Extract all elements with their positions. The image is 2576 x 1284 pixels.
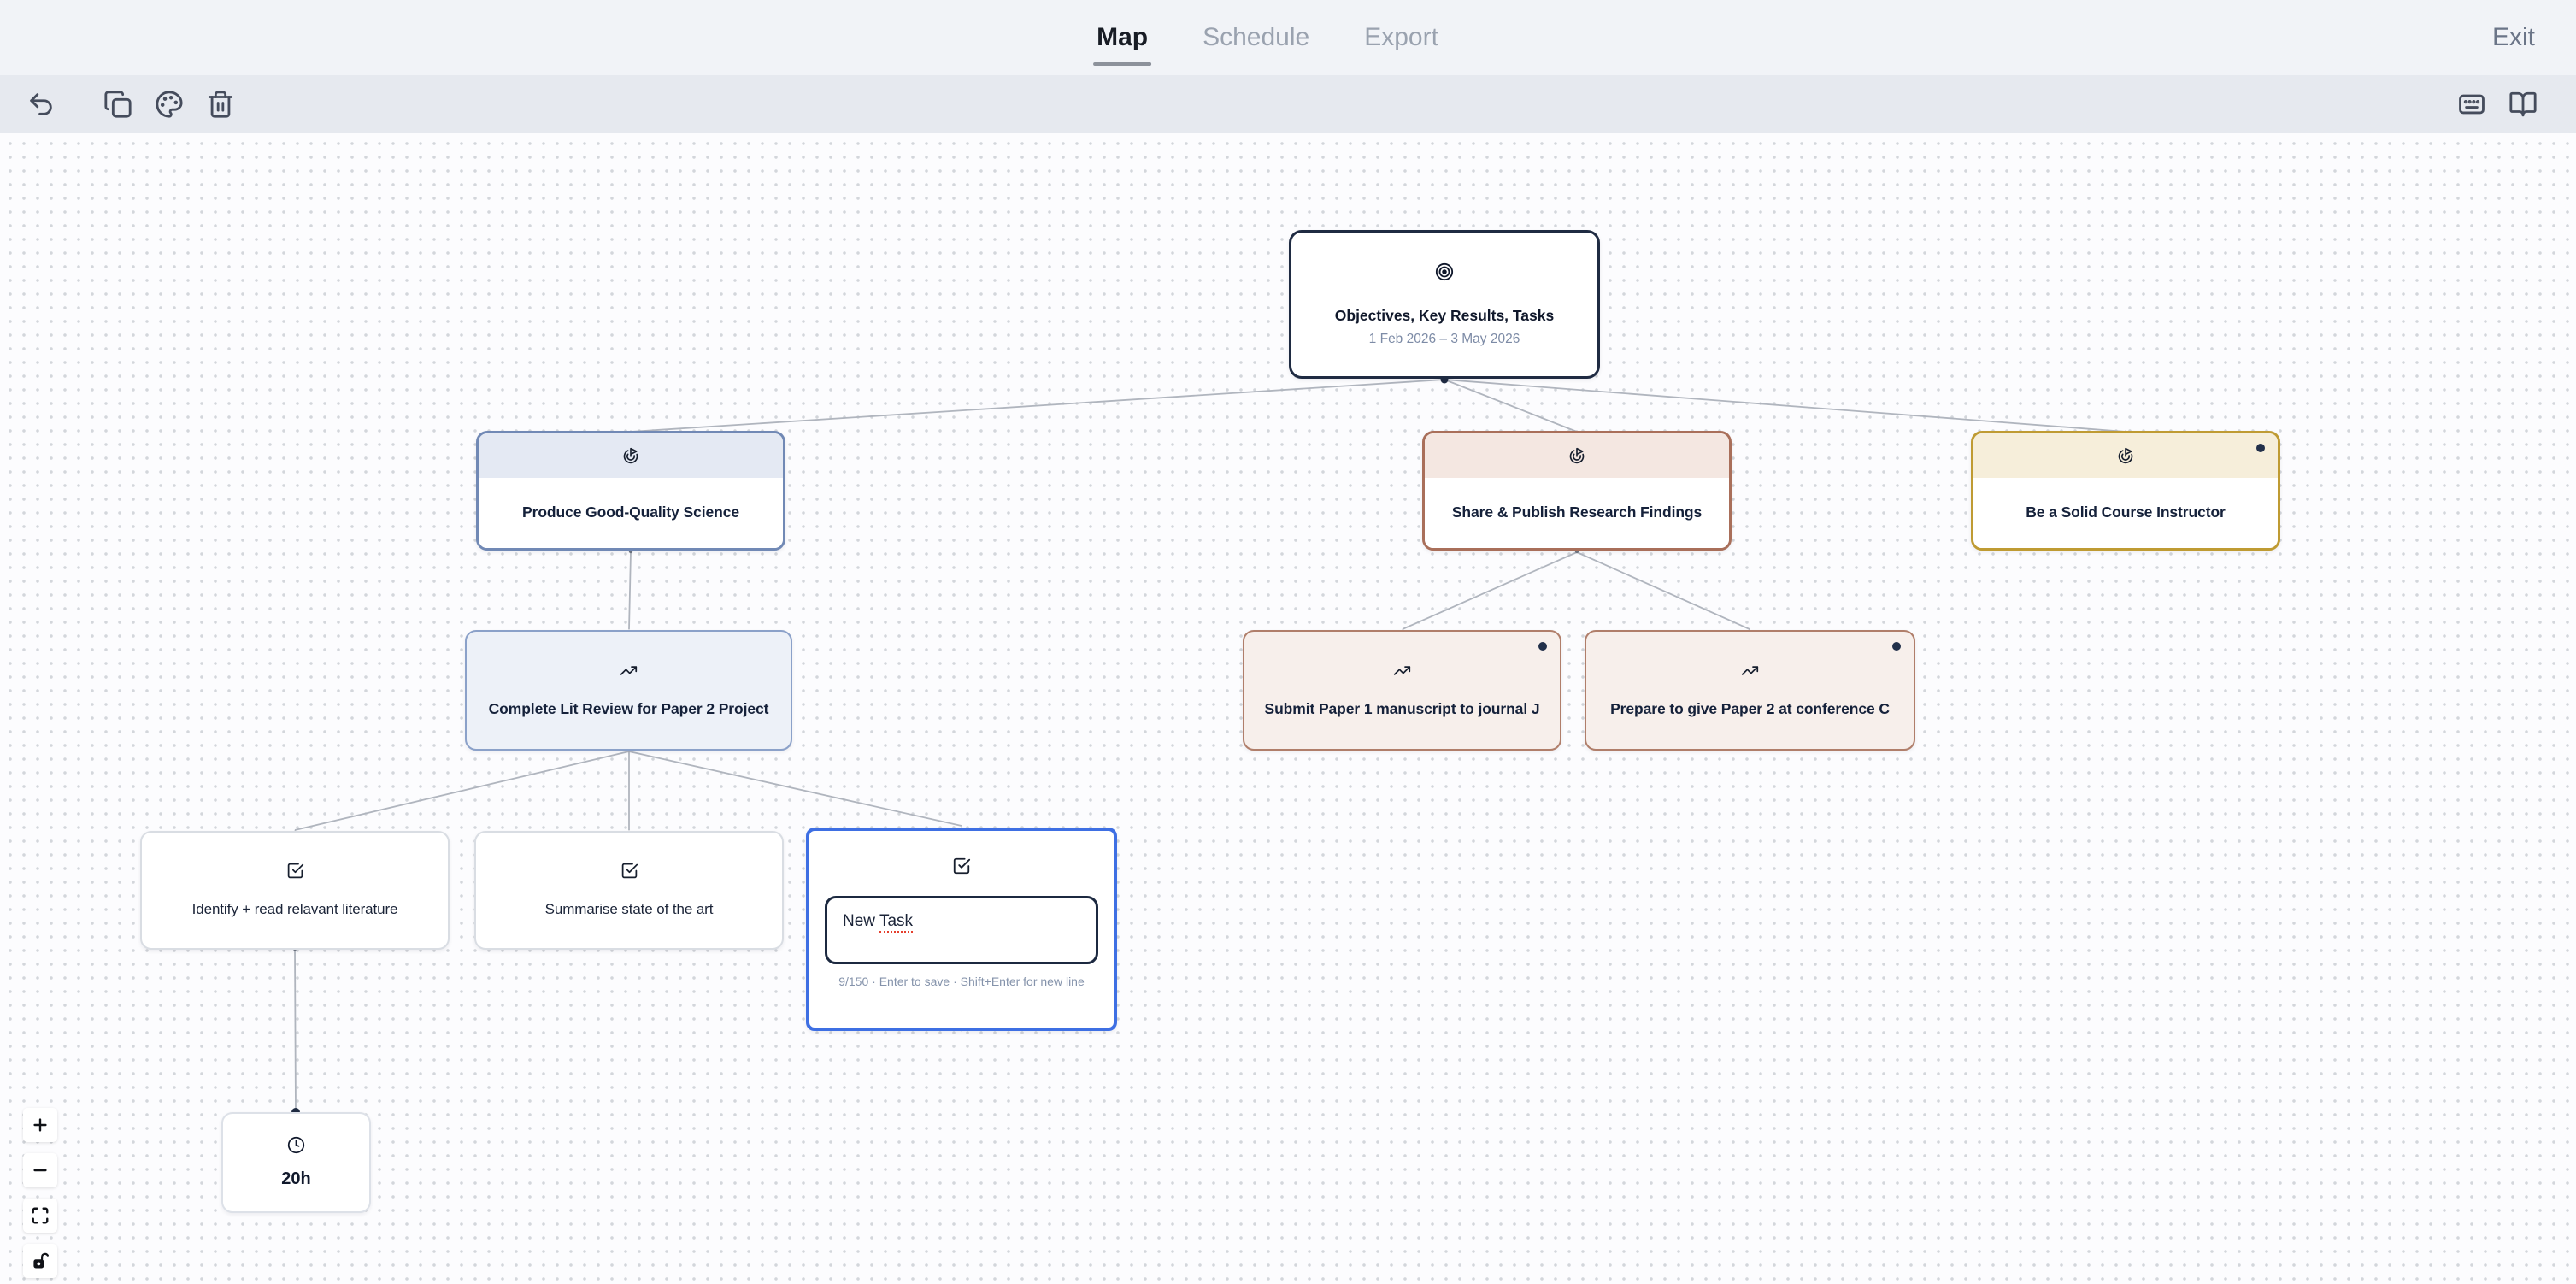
color-button[interactable] [155,90,184,119]
zoom-out-button[interactable] [23,1153,57,1187]
checkbox-icon [952,857,971,875]
objective-title: Be a Solid Course Instructor [2026,504,2226,521]
clock-icon [287,1136,305,1154]
book-open-icon [2508,90,2538,119]
maximize-icon [31,1206,50,1225]
palette-icon [155,90,184,119]
copy-icon [103,90,132,119]
tab-schedule[interactable]: Schedule [1203,23,1310,51]
objective-header [479,433,783,478]
task-editor-node[interactable]: New Task 9/150 · Enter to save · Shift+E… [806,828,1117,1031]
collapsed-children-indicator [1538,642,1547,651]
input-text: New [843,912,879,930]
lock-toggle-button[interactable] [23,1244,57,1278]
objective-body: Be a Solid Course Instructor [1973,478,2278,548]
estimate-node[interactable]: 20h [221,1112,371,1213]
objective-title: Produce Good-Quality Science [522,504,739,521]
keyboard-icon [2457,90,2486,119]
objective-header [1973,433,2278,478]
minus-icon [31,1161,50,1180]
kr-node-conference-talk[interactable]: Prepare to give Paper 2 at conference C [1585,630,1915,751]
unlock-icon [31,1252,50,1270]
collapsed-children-indicator [1892,642,1901,651]
task-node-summarise-sota[interactable]: Summarise state of the art [474,831,784,950]
toolbar-right-group [2457,90,2538,119]
editor-helper-text: 9/150 · Enter to save · Shift+Enter for … [838,975,1085,988]
canvas-controls [23,1108,57,1278]
tab-map[interactable]: Map [1093,23,1152,66]
kr-title: Prepare to give Paper 2 at conference C [1610,700,1890,718]
task-title: Identify + read relavant literature [191,901,398,918]
toolbar-left-group [26,90,235,119]
checkbox-icon [286,862,304,880]
spellcheck-flagged-word: Task [879,912,914,933]
goal-icon [2117,447,2134,464]
kr-title: Submit Paper 1 manuscript to journal J [1264,700,1540,718]
objective-title: Share & Publish Research Findings [1451,504,1703,521]
task-title-input[interactable]: New Task [825,896,1098,964]
collapsed-children-indicator [2256,444,2265,452]
goal-icon [622,447,639,464]
task-title: Summarise state of the art [544,901,714,918]
undo-button[interactable] [26,90,56,119]
checkbox-icon [620,862,638,880]
target-icon [1435,262,1454,281]
fit-view-button[interactable] [23,1199,57,1233]
estimate-value: 20h [281,1169,311,1188]
canvas-toolbar [0,75,2576,133]
task-node-identify-literature[interactable]: Identify + read relavant literature [140,831,450,950]
duplicate-button[interactable] [103,90,132,119]
objective-node-course-instructor[interactable]: Be a Solid Course Instructor [1971,431,2280,551]
tab-export[interactable]: Export [1364,23,1438,51]
trending-up-icon [1741,662,1759,680]
delete-button[interactable] [206,90,235,119]
nav-tabs: Map Schedule Export [1093,0,1438,75]
kr-node-submit-paper[interactable]: Submit Paper 1 manuscript to journal J [1243,630,1561,751]
trending-up-icon [620,662,638,680]
zoom-in-button[interactable] [23,1108,57,1142]
objective-node-publish-findings[interactable]: Share & Publish Research Findings [1422,431,1732,551]
top-nav: Map Schedule Export Exit [0,0,2576,75]
undo-icon [26,90,56,119]
trash-icon [206,90,235,119]
guide-button[interactable] [2508,90,2538,119]
objective-body: Share & Publish Research Findings [1425,478,1729,548]
kr-title: Complete Lit Review for Paper 2 Project [488,700,769,718]
plus-icon [31,1116,50,1134]
objective-body: Produce Good-Quality Science [479,478,783,548]
shortcuts-button[interactable] [2457,90,2486,119]
trending-up-icon [1393,662,1411,680]
objective-node-produce-science[interactable]: Produce Good-Quality Science [476,431,785,551]
goal-icon [1568,447,1585,464]
objective-header [1425,433,1729,478]
root-date-range: 1 Feb 2026 – 3 May 2026 [1368,331,1520,346]
exit-button[interactable]: Exit [2491,23,2535,51]
root-node[interactable]: Objectives, Key Results, Tasks 1 Feb 202… [1289,230,1600,379]
kr-node-lit-review[interactable]: Complete Lit Review for Paper 2 Project [465,630,792,751]
root-title: Objectives, Key Results, Tasks [1334,306,1555,324]
